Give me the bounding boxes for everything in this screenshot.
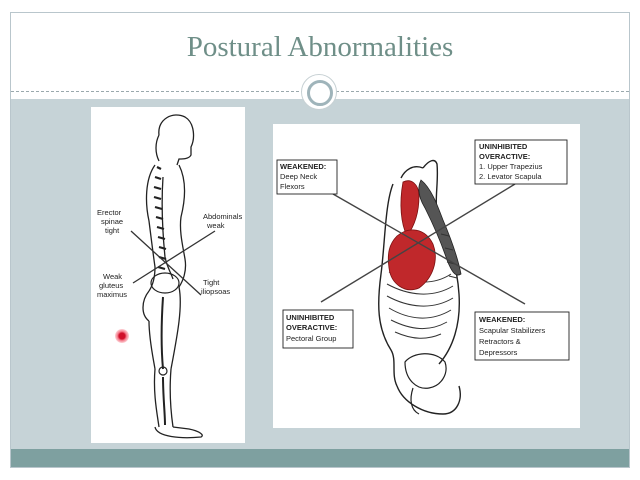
shin-front	[169, 368, 174, 428]
label-erector-1: Erector	[97, 208, 122, 217]
scapular-label-box	[474, 311, 570, 361]
scapular-line-3: Retractors &	[479, 337, 521, 346]
vertebra	[156, 225, 165, 231]
label-erector-3: tight	[105, 226, 120, 235]
pectoral-heading-2: OVERACTIVE:	[286, 323, 337, 332]
label-abdominals-1: Abdominals	[203, 212, 242, 221]
scapular-line-4: Depressors	[479, 348, 518, 357]
vertebra	[153, 185, 162, 191]
label-iliopsoas-2: iliopsoas	[201, 287, 230, 296]
vertebra	[153, 195, 162, 201]
lateral-posture-drawing: Erector spinae tight Abdominals weak Wea…	[97, 114, 242, 439]
thigh-back	[148, 320, 156, 370]
foot-outline	[154, 426, 203, 439]
vertebra	[154, 205, 163, 211]
lateral-posture-figure: Erector spinae tight Abdominals weak Wea…	[91, 107, 245, 443]
upper-heading-2: OVERACTIVE:	[479, 152, 530, 161]
vertebra	[440, 233, 450, 237]
femur-bone	[160, 296, 164, 370]
upper-line-3: 1. Upper Trapezius	[479, 162, 543, 171]
hip-bone	[404, 353, 447, 389]
deep-neck-flexor-muscle	[400, 180, 420, 237]
rib	[394, 331, 442, 339]
tibia-bone	[162, 376, 166, 426]
label-erector-2: spinae	[101, 217, 123, 226]
erector-to-iliopsoas-line	[130, 230, 202, 296]
buttock-outline	[142, 290, 150, 322]
back-of-head	[155, 134, 160, 162]
upper-crossed-drawing: WEAKENED: Deep Neck Flexors UNINHIBITED …	[276, 139, 570, 415]
upper-line-4: 2. Levator Scapula	[479, 172, 542, 181]
vertebra	[158, 245, 167, 251]
pectoral-heading-1: UNINHIBITED	[286, 313, 335, 322]
rib	[386, 295, 454, 307]
upper-trapezius-muscle	[418, 179, 462, 276]
pectoral-muscle	[387, 229, 436, 291]
front-outline	[178, 164, 187, 288]
calf-back	[153, 368, 160, 428]
pelvis-outline	[396, 385, 461, 415]
weakened-diagonal-line	[332, 193, 526, 305]
scapular-heading: WEAKENED:	[479, 315, 525, 324]
neck-outline	[400, 166, 424, 179]
head-outline	[158, 114, 195, 166]
scapular-line-2: Scapular Stabilizers	[479, 326, 546, 335]
vertebra	[154, 175, 162, 181]
label-gluteus-1: Weak	[103, 272, 122, 281]
rib	[386, 283, 454, 295]
thigh-front	[170, 286, 181, 370]
label-abdominals-2: weak	[206, 221, 225, 230]
front-outline	[378, 183, 398, 387]
pectoral-line-3: Pectoral Group	[286, 334, 336, 343]
bottom-bar	[11, 449, 629, 467]
upper-crossed-figure: WEAKENED: Deep Neck Flexors UNINHIBITED …	[273, 124, 580, 428]
vertebra	[444, 247, 454, 251]
vertebra	[448, 275, 458, 279]
slide: Postural Abnormalities	[10, 12, 630, 468]
vertebra	[157, 235, 166, 241]
rib	[390, 319, 448, 329]
label-gluteus-3: maximus	[97, 290, 127, 299]
upper-trapezius-label-box	[474, 139, 568, 185]
deep-neck-label-box	[276, 159, 338, 195]
femur-head	[410, 387, 420, 415]
laser-pointer-icon	[115, 329, 129, 343]
slide-title: Postural Abnormalities	[186, 31, 454, 63]
vertebra	[157, 265, 166, 271]
pectoral-label-box	[282, 309, 354, 349]
divider-circle-inner	[307, 80, 333, 106]
label-gluteus-2: gluteus	[99, 281, 123, 290]
rib	[388, 307, 452, 319]
deep-neck-line-2: Deep Neck	[280, 172, 317, 181]
vertebra	[156, 166, 162, 170]
knee-joint	[158, 366, 168, 376]
overactive-diagonal-line	[320, 183, 516, 303]
deep-neck-heading: WEAKENED:	[280, 162, 326, 171]
deep-neck-line-3: Flexors	[280, 182, 305, 191]
upper-heading-1: UNINHIBITED	[479, 142, 528, 151]
back-outline	[145, 164, 156, 292]
label-iliopsoas-1: Tight	[203, 278, 220, 287]
pelvis-bone	[150, 272, 180, 294]
vertebra	[155, 215, 164, 221]
abdominals-to-gluteus-line	[132, 230, 216, 284]
divider-circle-icon	[301, 74, 337, 110]
